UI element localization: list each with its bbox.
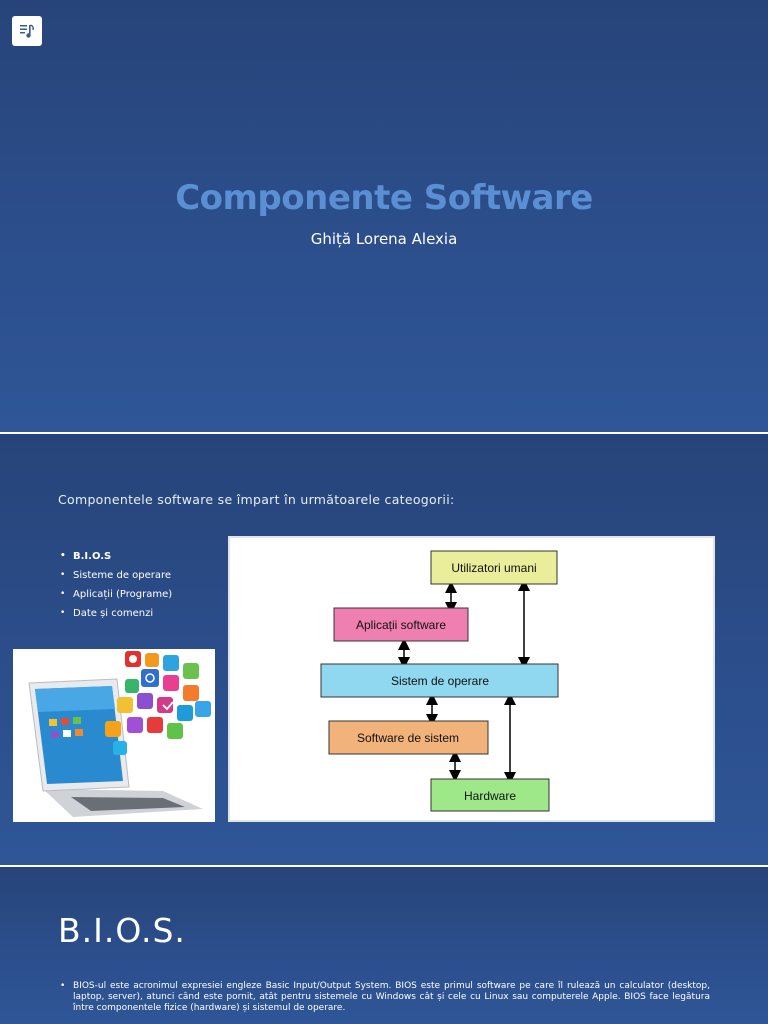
bios-slide: B.I.O.S. BIOS-ul este acronimul expresie… — [0, 867, 768, 1024]
box-sistem-de-operare: Sistem de operare — [320, 663, 559, 698]
svg-text:Aplicații software: Aplicații software — [356, 618, 446, 632]
svg-text:Software de sistem: Software de sistem — [357, 731, 459, 745]
laptop-image — [13, 649, 215, 822]
audio-icon[interactable] — [12, 16, 42, 46]
category-list: B.I.O.S Sisteme de operare Aplicații (Pr… — [60, 547, 172, 623]
svg-text:Sistem de operare: Sistem de operare — [391, 674, 489, 688]
title-slide: Componente Software Ghiță Lorena Alexia — [0, 0, 768, 432]
list-item: Date și comenzi — [60, 604, 172, 623]
box-software-de-sistem: Software de sistem — [328, 720, 489, 755]
box-hardware: Hardware — [430, 778, 550, 812]
slide-title: Componente Software — [175, 178, 593, 218]
intro-text: Componentele software se împart în următ… — [58, 492, 455, 507]
box-utilizatori-umani: Utilizatori umani — [430, 550, 558, 585]
box-aplicatii-software: Aplicații software — [333, 607, 469, 642]
list-item: B.I.O.S — [60, 547, 172, 566]
list-item: Sisteme de operare — [60, 566, 172, 585]
slide-subtitle: Ghiță Lorena Alexia — [310, 230, 458, 248]
list-item: Aplicații (Programe) — [60, 585, 172, 604]
system-diagram: Utilizatori umani Aplicații software Sis… — [228, 536, 715, 822]
categories-slide: Componentele software se împart în următ… — [0, 434, 768, 865]
svg-text:Hardware: Hardware — [464, 789, 516, 803]
bios-description: BIOS-ul este acronimul expresiei engleze… — [60, 981, 710, 1014]
slide-title: B.I.O.S. — [58, 911, 186, 950]
svg-text:Utilizatori umani: Utilizatori umani — [451, 561, 536, 575]
